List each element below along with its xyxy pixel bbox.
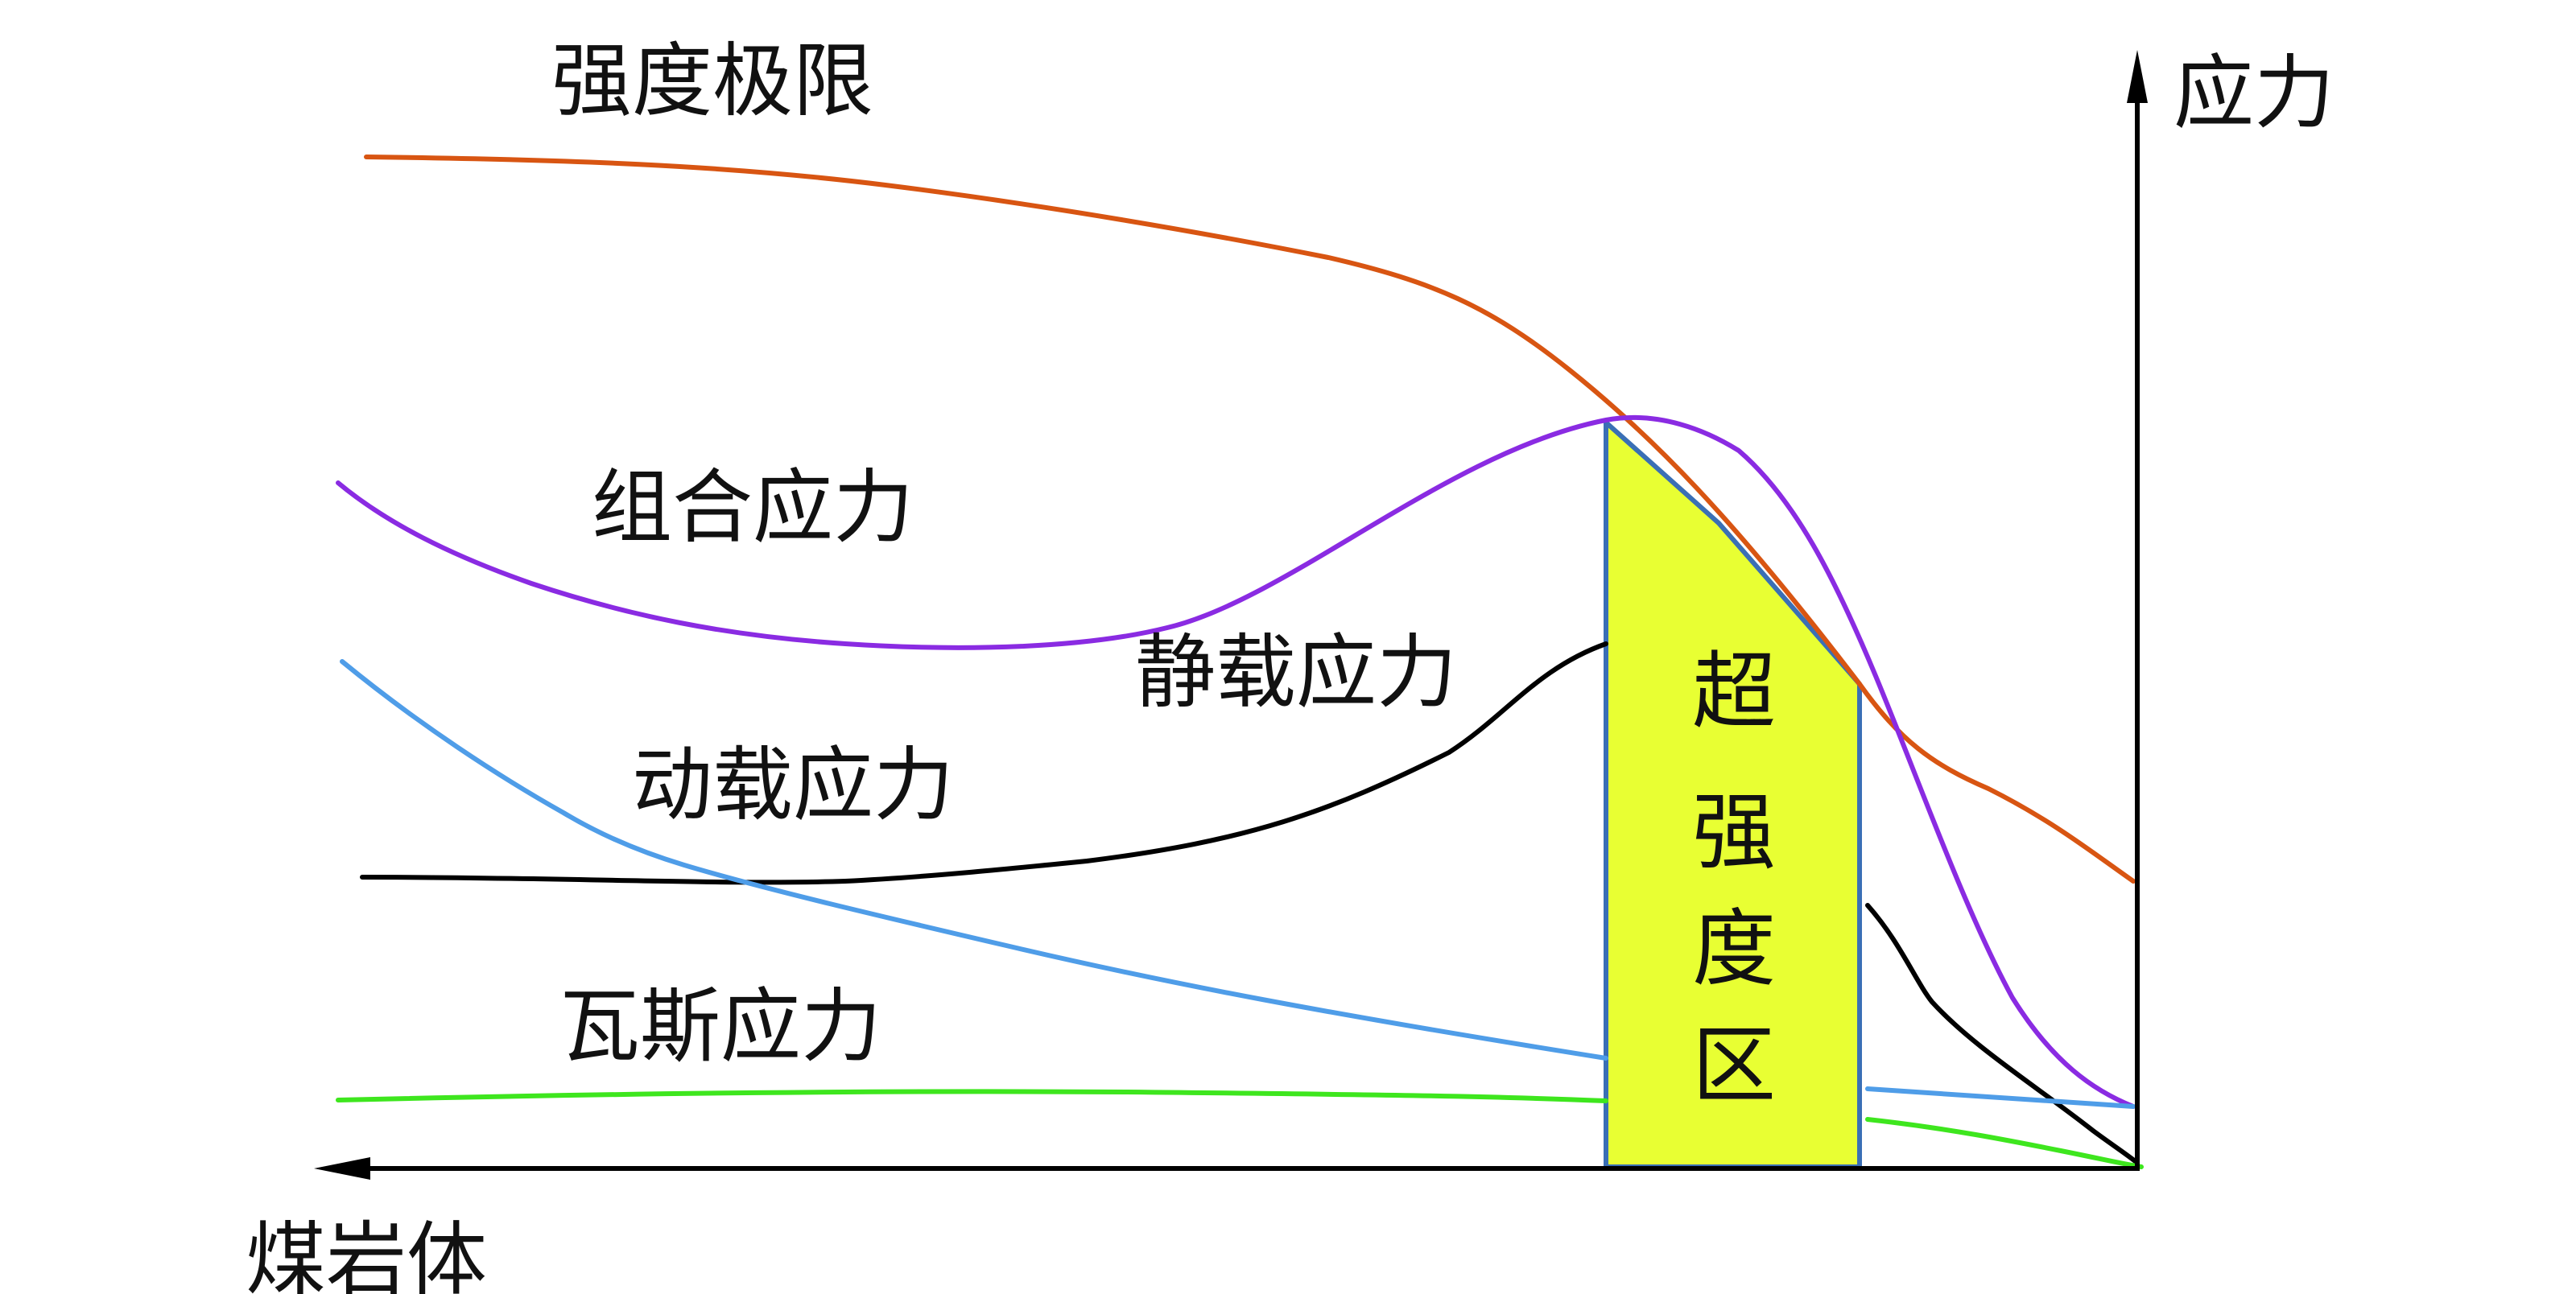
- dynamic-stress-curve: [340, 659, 2136, 1109]
- y-axis-arrowhead: [2127, 50, 2148, 103]
- static-stress-curve: [360, 641, 2140, 1165]
- super-strength-zone: [1604, 420, 1862, 1169]
- zone-label-char-1: 超: [1692, 642, 1776, 740]
- combined-stress-label: 组合应力: [592, 460, 914, 554]
- zone-label-char-3: 度: [1692, 900, 1776, 998]
- gas-stress-label: 瓦斯应力: [559, 979, 881, 1074]
- static-stress-label: 静载应力: [1135, 625, 1457, 719]
- strength-limit-label: 强度极限: [551, 34, 873, 128]
- gas-stress-curve: [336, 1089, 2144, 1169]
- zone-label-char-4: 区: [1692, 1016, 1776, 1115]
- combined-stress-curve: [336, 415, 2136, 1109]
- strength-limit-curve: [364, 155, 2136, 884]
- x-axis-arrowhead: [314, 1157, 370, 1180]
- zone-label-char-2: 强: [1692, 783, 1776, 881]
- dynamic-stress-label: 动载应力: [632, 738, 954, 832]
- x-axis-label: 煤岩体: [246, 1213, 487, 1294]
- y-axis-label: 应力: [2174, 46, 2334, 140]
